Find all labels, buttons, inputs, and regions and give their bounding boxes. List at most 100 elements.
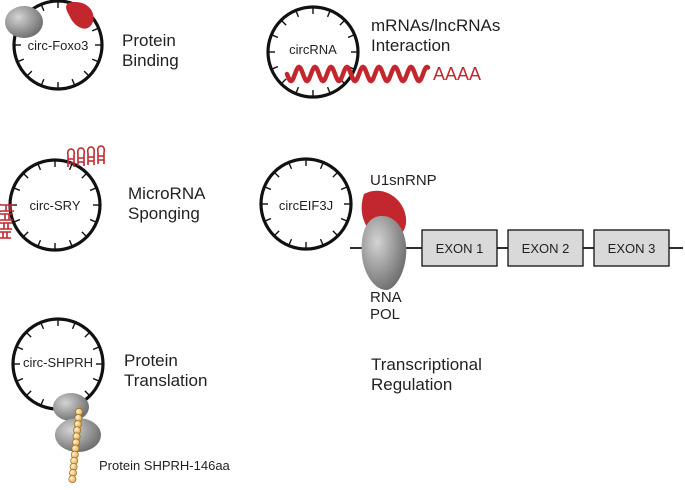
caption-translation-line2: Translation — [124, 371, 207, 390]
rna-pol-shape — [361, 216, 407, 290]
exon-3-box — [593, 229, 670, 267]
microrna-hairpin — [0, 213, 13, 221]
caption-translation-line1: Protein — [124, 351, 178, 370]
ring-tick — [265, 186, 272, 191]
ribosome-small-subunit — [53, 393, 89, 421]
ring-tick — [347, 34, 354, 39]
circ-foxo3-label: circ-Foxo3 — [28, 38, 89, 53]
ring-tick — [340, 186, 347, 191]
rna-pol-label-line2: POL — [370, 306, 400, 323]
caption-transcriptional-line2: Regulation — [371, 375, 452, 394]
ring-tick — [18, 58, 25, 63]
ring-tick — [274, 230, 280, 236]
microrna-hairpin — [0, 222, 12, 230]
ring-tick — [68, 239, 73, 246]
exon-1-box — [421, 229, 498, 267]
mrna-strand — [284, 64, 431, 84]
panel-mrna-interaction: circRNA AAAA mRNAs/lncRNAs Interaction — [266, 5, 500, 99]
ring-tick — [339, 20, 345, 26]
ring-tick — [265, 217, 272, 222]
ring-tick — [40, 78, 45, 85]
ring-tick — [26, 390, 32, 396]
ring-tick — [17, 346, 24, 351]
ring-tick — [288, 163, 293, 170]
caption-microrna-line1: MicroRNA — [128, 184, 206, 203]
ring-tick — [81, 173, 87, 179]
microrna-hairpin — [66, 148, 76, 167]
circeif3j-ticks — [262, 160, 350, 248]
polya-tail-label: AAAA — [433, 64, 481, 84]
circ-shprh-label: circ-SHPRH — [23, 355, 93, 370]
bound-protein-grey — [5, 6, 43, 38]
microrna-cluster-top — [66, 145, 106, 167]
ring-tick — [23, 173, 29, 179]
amino-acid-bead — [68, 475, 77, 484]
circeif3j-label: circEIF3J — [279, 198, 333, 213]
ring-tick — [71, 323, 76, 330]
ring-tick — [89, 218, 96, 223]
ring-tick — [332, 230, 338, 236]
ring-tick — [83, 70, 89, 76]
ring-tick — [84, 390, 90, 396]
ring-tick — [319, 163, 324, 170]
ring-tick — [17, 377, 24, 382]
panel-protein-translation: circ-SHPRH Protein Translation Protein S… — [11, 317, 231, 484]
ring-tick — [37, 164, 42, 171]
microrna-hairpin — [96, 145, 106, 164]
ring-tick — [91, 58, 98, 63]
caption-mrna-line2: Interaction — [371, 36, 450, 55]
ring-tick — [288, 238, 293, 245]
circeif3j-ring — [259, 157, 353, 251]
exon-1-label: EXON 1 — [436, 241, 484, 256]
ring-tick — [281, 78, 287, 84]
microrna-hairpin — [0, 204, 14, 212]
circ-sry-label: circ-SRY — [29, 198, 80, 213]
ring-tick — [295, 86, 300, 93]
ring-tick — [26, 332, 32, 338]
exon-3-label: EXON 3 — [608, 241, 656, 256]
panel-transcriptional-regulation: circEIF3J U1snRNP RNA POL EXON 1 EXON 2 … — [259, 157, 683, 394]
exon-3: EXON 3 — [593, 229, 670, 267]
ring-tick — [272, 65, 279, 70]
ring-tick — [295, 11, 300, 18]
ring-tick — [92, 346, 99, 351]
ring-tick — [332, 172, 338, 178]
ring-tick — [326, 86, 331, 93]
peptide-chain — [68, 408, 83, 484]
ring-tick — [81, 231, 87, 237]
microrna-cluster-left — [0, 204, 14, 239]
ring-tick — [272, 34, 279, 39]
exon-2-label: EXON 2 — [522, 241, 570, 256]
exon-2-box — [507, 229, 584, 267]
ring-tick — [84, 332, 90, 338]
caption-microrna-line2: Sponging — [128, 204, 200, 223]
rna-pol-label-line1: RNA — [370, 289, 402, 306]
ring-tick — [27, 70, 33, 76]
bound-protein-red — [66, 1, 94, 29]
ring-tick — [281, 20, 287, 26]
ring-tick — [40, 5, 45, 12]
ring-tick — [326, 11, 331, 18]
ring-tick — [319, 238, 324, 245]
caption-mrna-line1: mRNAs/lncRNAs — [371, 16, 500, 35]
ring-tick — [68, 164, 73, 171]
ring-tick — [40, 398, 45, 405]
microrna-hairpin — [86, 146, 96, 165]
ring-tick — [23, 231, 29, 237]
ring-tick — [91, 27, 98, 32]
caption-transcriptional-line1: Transcriptional — [371, 355, 482, 374]
peptide-label: Protein SHPRH-146aa — [99, 458, 231, 473]
ring-tick — [37, 239, 42, 246]
ring-tick — [89, 187, 96, 192]
ring-tick — [71, 78, 76, 85]
ring-tick — [274, 172, 280, 178]
ring-tick — [92, 377, 99, 382]
ring-tick — [14, 187, 21, 192]
ring-tick — [340, 217, 347, 222]
caption-protein-binding-line2: Binding — [122, 51, 179, 70]
ring-tick — [14, 218, 21, 223]
circ-sry-ticks — [11, 161, 99, 249]
microrna-hairpin — [0, 231, 11, 239]
panel-microrna-sponging: circ-SRY MicroRNA Sponging — [0, 145, 206, 252]
